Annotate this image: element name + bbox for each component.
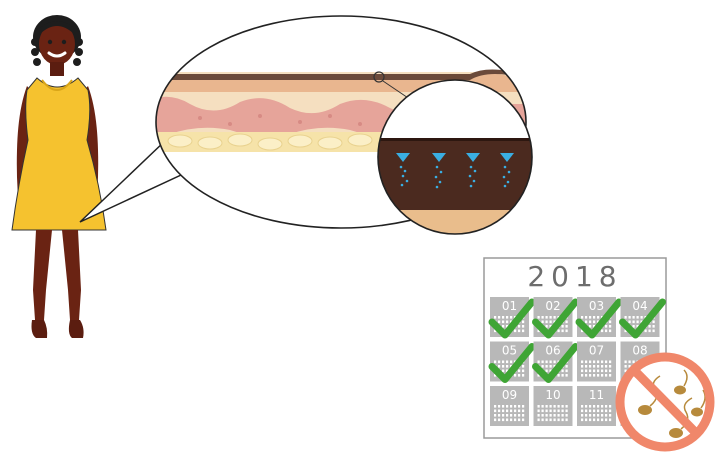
calendar-month-label: 10 bbox=[545, 388, 560, 402]
calendar-month-cell: 07 bbox=[577, 342, 616, 382]
calendar-month-label: 01 bbox=[502, 299, 517, 313]
calendar-month-label: 06 bbox=[545, 344, 560, 358]
calendar-month-cell: 01 bbox=[490, 297, 532, 337]
calendar-month-label: 05 bbox=[502, 344, 517, 358]
calendar-month-label: 02 bbox=[545, 299, 560, 313]
calendar-month-label: 04 bbox=[632, 299, 647, 313]
calendar-month-cell: 05 bbox=[490, 342, 532, 382]
woman-yellow-dress-icon bbox=[12, 15, 106, 338]
calendar-month-cell: 09 bbox=[490, 386, 529, 426]
calendar-month-cell: 04 bbox=[621, 297, 663, 337]
calendar-month-label: 09 bbox=[502, 388, 517, 402]
calendar-month-cell: 02 bbox=[534, 297, 576, 337]
calendar-month-cell: 03 bbox=[577, 297, 619, 337]
calendar-month-label: 03 bbox=[589, 299, 604, 313]
calendar-month-cell: 06 bbox=[534, 342, 576, 382]
calendar-year: 2018 bbox=[527, 260, 622, 293]
calendar-month-cell: 10 bbox=[534, 386, 573, 426]
no-sperm-sign-icon bbox=[620, 357, 710, 447]
calendar-month-label: 07 bbox=[589, 344, 604, 358]
calendar-month-cell: 11 bbox=[577, 386, 616, 426]
calendar-month-label: 08 bbox=[632, 344, 647, 358]
calendar-month-label: 11 bbox=[589, 388, 604, 402]
